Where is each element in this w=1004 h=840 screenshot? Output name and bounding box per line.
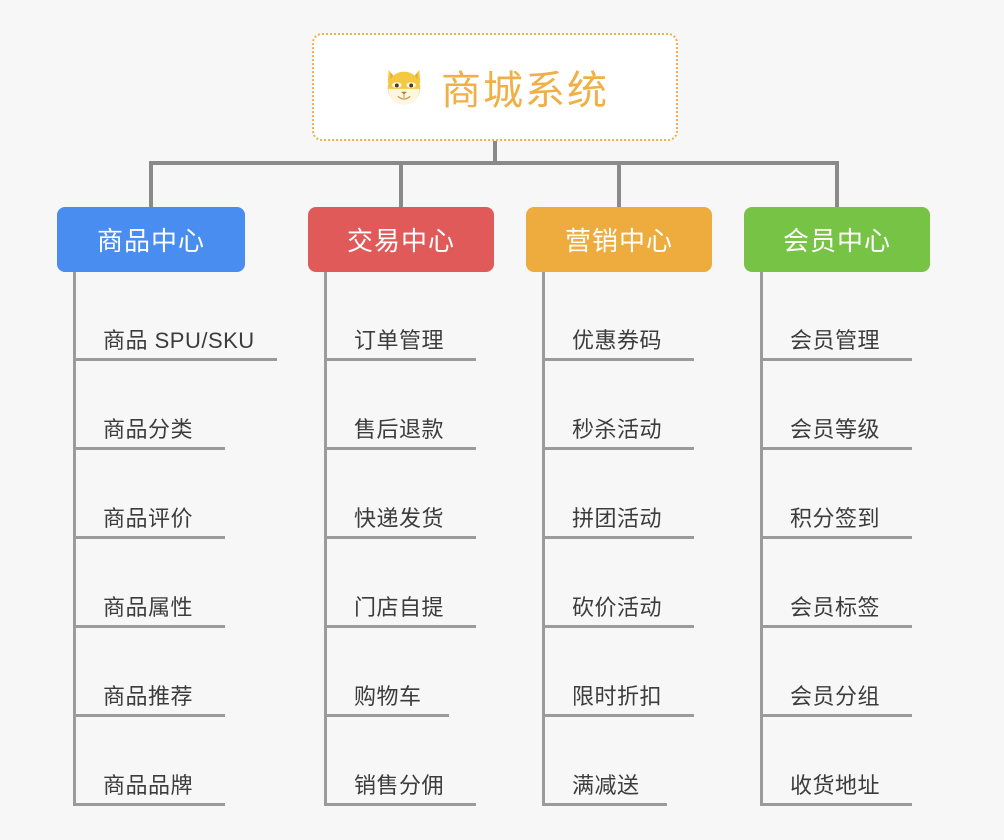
leaf-underline: [542, 447, 694, 450]
leaf-underline: [324, 536, 476, 539]
leaf-label: 满减送: [572, 773, 640, 798]
connector-drop-4: [835, 161, 839, 207]
leaf-label: 会员管理: [790, 328, 881, 353]
leaf-label: 商品属性: [103, 595, 194, 620]
leaf-underline: [542, 536, 694, 539]
category-label: 会员中心: [782, 226, 891, 256]
connector-horizontal-bus: [150, 161, 838, 165]
branch-spine: [542, 272, 545, 806]
leaf-underline: [760, 358, 912, 361]
category-box-1[interactable]: 商品中心: [57, 207, 245, 272]
leaf-label: 会员等级: [790, 417, 881, 442]
branch-spine: [760, 272, 763, 806]
leaf-item[interactable]: 会员分组: [760, 628, 912, 717]
category-box-2[interactable]: 交易中心: [308, 207, 494, 272]
category-label: 营销中心: [564, 226, 673, 256]
leaf-underline: [760, 714, 912, 717]
connector-drop-3: [617, 161, 621, 207]
leaf-underline: [73, 358, 277, 361]
leaf-item[interactable]: 优惠券码: [542, 272, 694, 361]
leaf-item[interactable]: 积分签到: [760, 450, 912, 539]
shiba-dog-face-icon: [381, 64, 427, 110]
leaf-label: 购物车: [354, 684, 422, 709]
leaf-label: 商品评价: [103, 506, 194, 531]
leaf-label: 秒杀活动: [572, 417, 663, 442]
leaf-item[interactable]: 商品分类: [73, 361, 225, 450]
branch-spine: [73, 272, 76, 806]
branch-spine: [324, 272, 327, 806]
leaf-label: 商品品牌: [103, 773, 194, 798]
leaf-label: 积分签到: [790, 506, 881, 531]
category-box-3[interactable]: 营销中心: [526, 207, 712, 272]
leaf-label: 限时折扣: [572, 684, 663, 709]
leaf-label: 收货地址: [790, 773, 881, 798]
leaf-underline: [324, 447, 476, 450]
leaf-underline: [324, 714, 449, 717]
leaf-underline: [324, 625, 476, 628]
leaf-label: 订单管理: [354, 328, 445, 353]
leaf-item[interactable]: 商品评价: [73, 450, 225, 539]
leaf-underline: [760, 803, 912, 806]
leaf-item[interactable]: 拼团活动: [542, 450, 694, 539]
category-label: 交易中心: [346, 226, 455, 256]
category-label: 商品中心: [96, 226, 205, 256]
leaf-underline: [73, 714, 225, 717]
leaf-label: 商品推荐: [103, 684, 194, 709]
leaf-label: 砍价活动: [572, 595, 663, 620]
leaf-label: 拼团活动: [572, 506, 663, 531]
leaf-item[interactable]: 商品品牌: [73, 717, 225, 806]
leaf-label: 门店自提: [354, 595, 445, 620]
leaf-label: 商品分类: [103, 417, 194, 442]
leaf-underline: [760, 625, 912, 628]
leaf-item[interactable]: 售后退款: [324, 361, 476, 450]
leaf-label: 会员标签: [790, 595, 881, 620]
leaf-underline: [542, 714, 694, 717]
leaf-underline: [73, 536, 225, 539]
leaf-item[interactable]: 满减送: [542, 717, 667, 806]
root-title: 商城系统: [441, 69, 609, 113]
leaf-underline: [324, 358, 476, 361]
leaf-label: 快递发货: [354, 506, 445, 531]
leaf-item[interactable]: 购物车: [324, 628, 449, 717]
leaf-label: 商品 SPU/SKU: [103, 328, 255, 353]
leaf-item[interactable]: 会员等级: [760, 361, 912, 450]
leaf-underline: [73, 803, 225, 806]
leaf-underline: [542, 625, 694, 628]
leaf-label: 会员分组: [790, 684, 881, 709]
leaf-item[interactable]: 销售分佣: [324, 717, 476, 806]
leaf-label: 销售分佣: [354, 773, 445, 798]
leaf-item[interactable]: 限时折扣: [542, 628, 694, 717]
leaf-item[interactable]: 砍价活动: [542, 539, 694, 628]
leaf-item[interactable]: 收货地址: [760, 717, 912, 806]
leaf-underline: [760, 447, 912, 450]
leaf-underline: [324, 803, 476, 806]
leaf-label: 优惠券码: [572, 328, 663, 353]
leaf-item[interactable]: 门店自提: [324, 539, 476, 628]
leaf-item[interactable]: 商品属性: [73, 539, 225, 628]
category-box-4[interactable]: 会员中心: [744, 207, 930, 272]
leaf-item[interactable]: 会员管理: [760, 272, 912, 361]
connector-drop-2: [399, 161, 403, 207]
connector-root-stem: [493, 141, 497, 163]
leaf-item[interactable]: 商品推荐: [73, 628, 225, 717]
leaf-item[interactable]: 商品 SPU/SKU: [73, 272, 277, 361]
connector-drop-1: [149, 161, 153, 207]
leaf-underline: [542, 803, 667, 806]
leaf-item[interactable]: 会员标签: [760, 539, 912, 628]
leaf-item[interactable]: 秒杀活动: [542, 361, 694, 450]
leaf-underline: [760, 536, 912, 539]
leaf-underline: [73, 447, 225, 450]
leaf-label: 售后退款: [354, 417, 445, 442]
leaf-underline: [542, 358, 694, 361]
leaf-item[interactable]: 快递发货: [324, 450, 476, 539]
leaf-item[interactable]: 订单管理: [324, 272, 476, 361]
leaf-underline: [73, 625, 225, 628]
root-node[interactable]: 商城系统: [312, 33, 678, 141]
